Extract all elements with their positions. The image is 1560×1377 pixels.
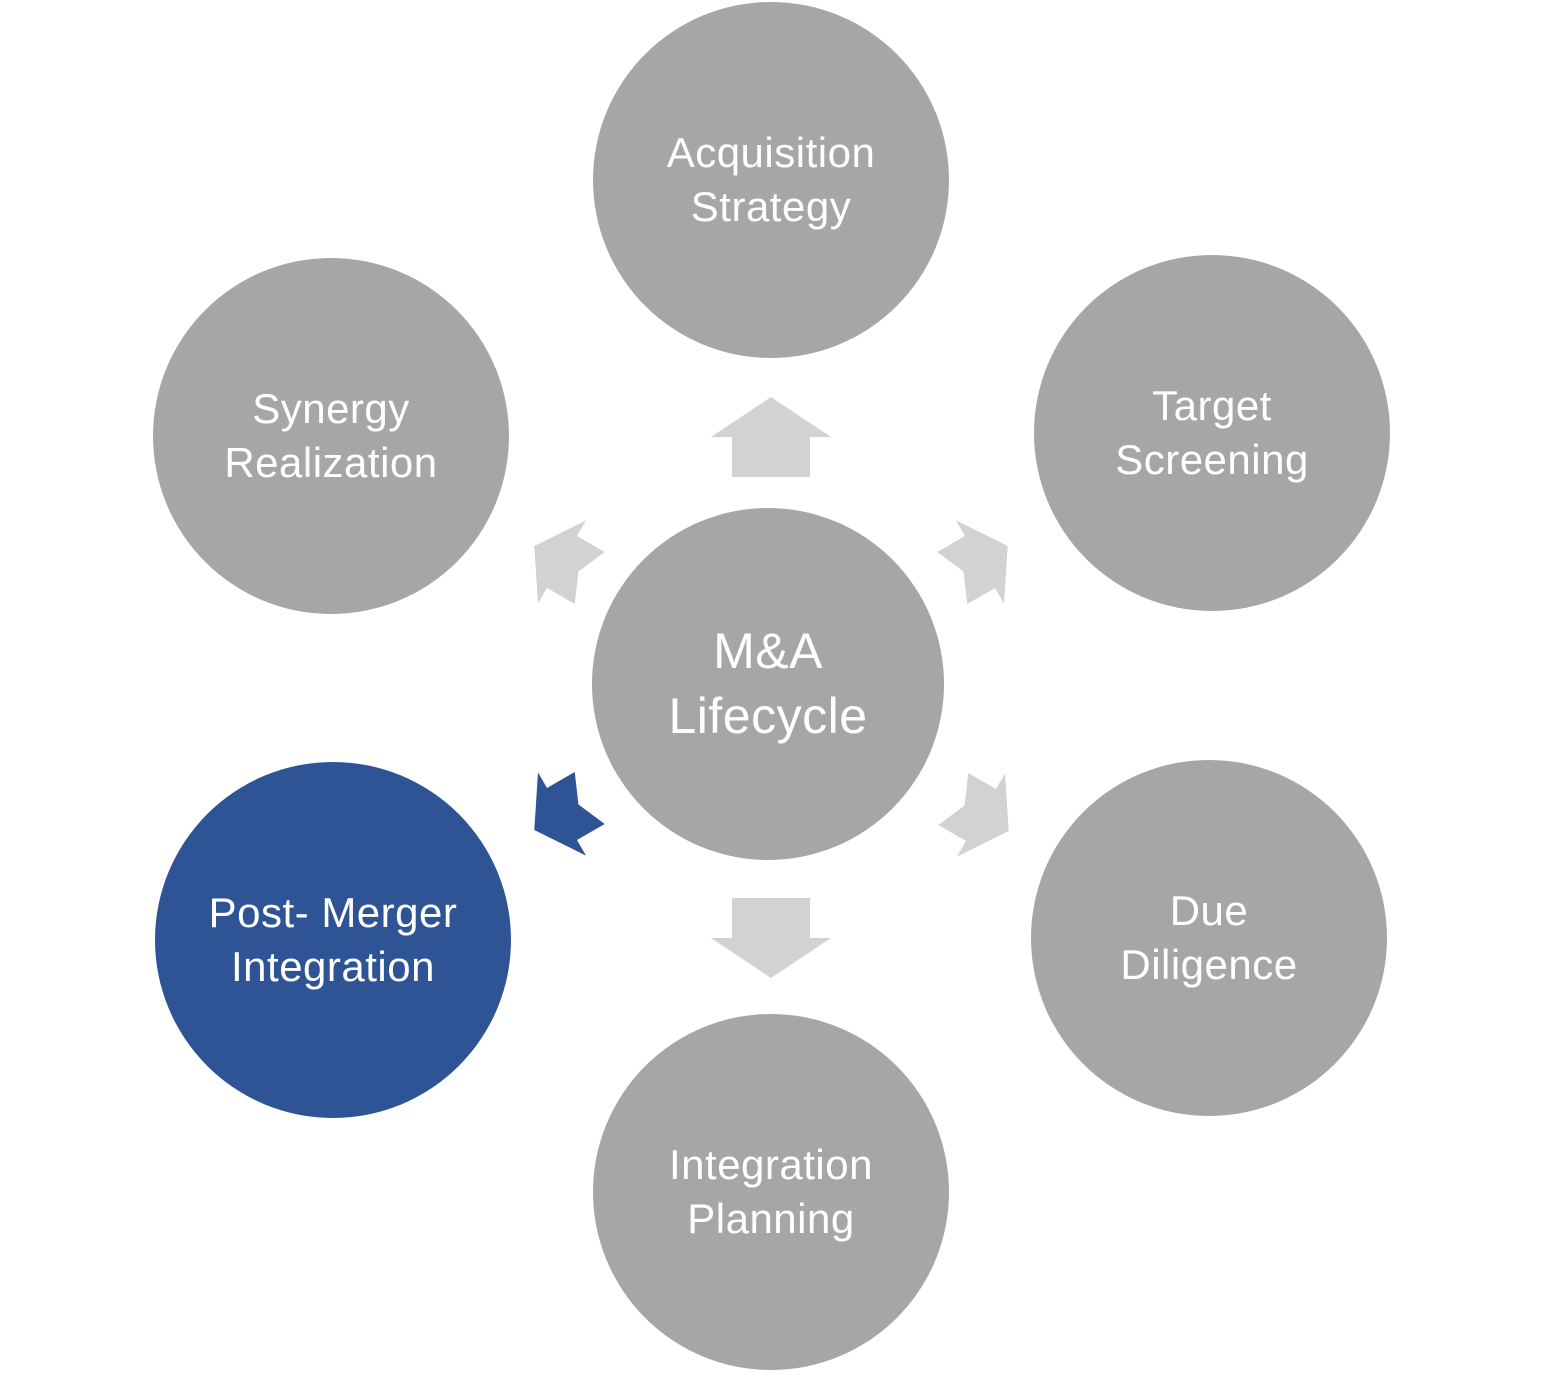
arrow-up-to-acquisition-strategy xyxy=(711,397,831,477)
node-due-diligence: Due Diligence xyxy=(1031,760,1387,1116)
node-ma-lifecycle-center: M&A Lifecycle xyxy=(592,508,944,860)
node-label-line: Diligence xyxy=(1120,941,1298,988)
node-label-line: Post- Merger xyxy=(208,889,458,937)
arrow-shape xyxy=(938,773,1009,857)
node-label-line: Acquisition xyxy=(666,129,876,177)
node-label-line: Realization xyxy=(224,439,438,486)
node-label-line: Lifecycle xyxy=(668,688,868,744)
node-target-screening: Target Screening xyxy=(1034,255,1390,611)
node-label-line: Screening xyxy=(1115,436,1309,483)
node-post-merger-integration: Post- Merger Integration xyxy=(155,762,511,1118)
node-synergy-realization: Synergy Realization xyxy=(153,258,509,614)
node-synergy-realization-label: Synergy Realization xyxy=(224,382,437,490)
arrow-down-left-to-post-merger-integration xyxy=(534,772,605,856)
node-post-merger-integration-label: Post- Merger Integration xyxy=(209,886,458,994)
node-due-diligence-label: Due Diligence xyxy=(1120,884,1297,992)
node-acquisition-strategy: Acquisition Strategy xyxy=(593,2,949,358)
node-label-line: Due xyxy=(1169,887,1249,935)
arrow-down-to-integration-planning xyxy=(711,898,831,978)
node-integration-planning-label: Integration Planning xyxy=(669,1138,873,1246)
node-label-line: Integration xyxy=(669,1141,873,1189)
arrow-down-right-to-due-diligence xyxy=(938,773,1009,857)
node-label-line: Strategy xyxy=(690,183,852,230)
arrow-up-left-to-synergy-realization xyxy=(534,520,605,604)
arrow-shape xyxy=(534,520,605,604)
node-acquisition-strategy-label: Acquisition Strategy xyxy=(667,126,876,234)
arrow-shape xyxy=(937,520,1008,604)
node-label-line: Synergy xyxy=(252,385,410,433)
node-label-line: Target xyxy=(1152,382,1272,430)
node-label-line: M&A xyxy=(713,623,823,679)
node-integration-planning: Integration Planning xyxy=(593,1014,949,1370)
arrow-shape xyxy=(711,397,831,477)
arrow-up-right-to-target-screening xyxy=(937,520,1008,604)
center-node-label: M&A Lifecycle xyxy=(668,619,867,749)
node-label-line: Integration xyxy=(231,943,435,990)
arrow-shape xyxy=(711,898,831,978)
node-label-line: Planning xyxy=(687,1195,855,1242)
arrow-shape-highlighted xyxy=(534,772,605,856)
node-target-screening-label: Target Screening xyxy=(1115,379,1309,487)
